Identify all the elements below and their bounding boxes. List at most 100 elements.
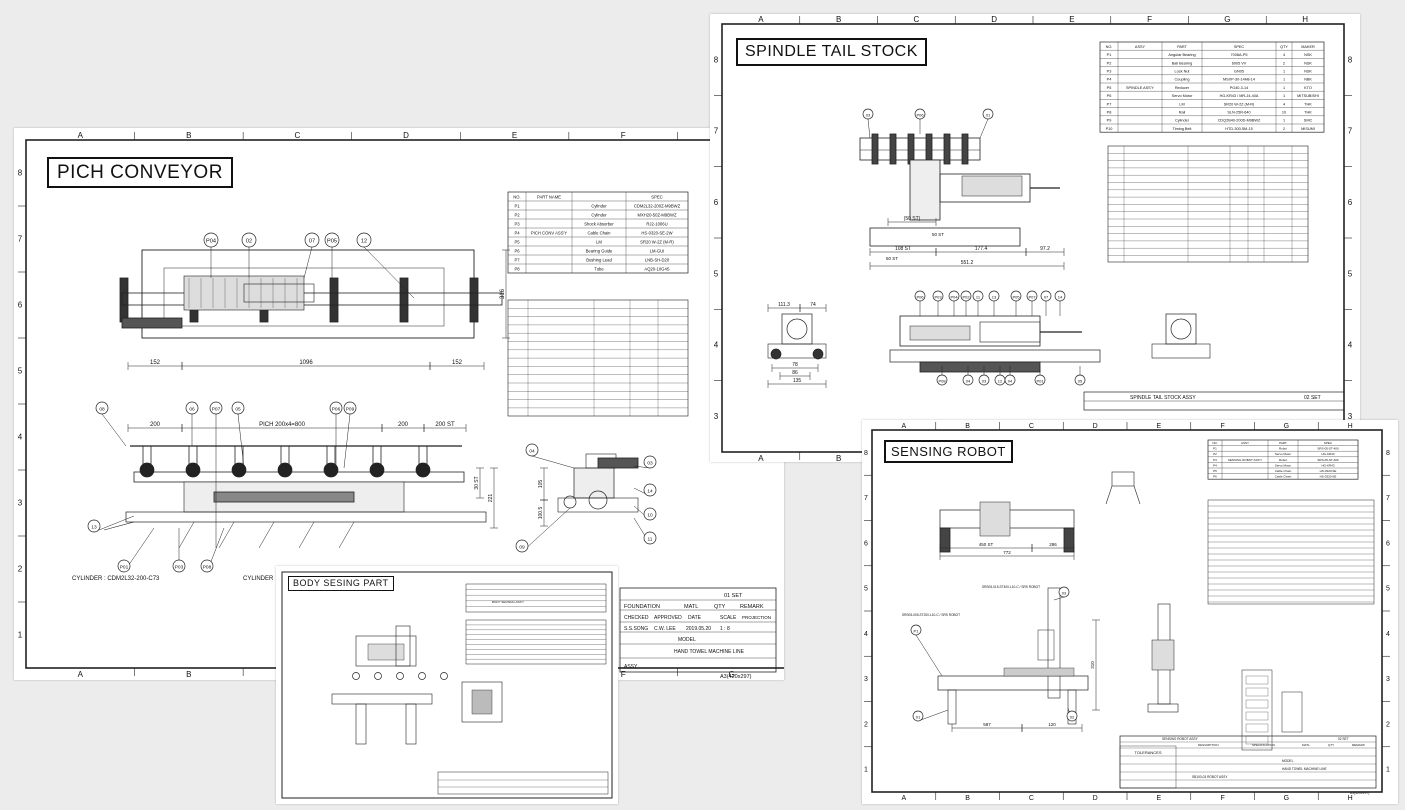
callout-02: 02 [246, 239, 252, 245]
callout-balloon [914, 290, 926, 302]
conveyor-inner [163, 267, 445, 327]
detail-wheel [588, 490, 608, 510]
callout-balloon [1004, 374, 1016, 386]
col-label-F: F [1147, 15, 1152, 24]
col-label-E: E [1069, 15, 1074, 24]
table-cell: GN05 [1234, 70, 1244, 74]
dimension-text: 310 [1090, 661, 1095, 669]
row-label-3: 3 [1348, 412, 1353, 421]
callout-balloon [978, 374, 990, 386]
row-label-3: 3 [1386, 676, 1390, 683]
callout-balloon [1010, 290, 1022, 302]
callout-balloon [643, 531, 657, 545]
body-side-detail [471, 689, 493, 715]
tb-remark: REMARK [740, 604, 764, 610]
robot-leg [1067, 689, 1077, 725]
detail-block [573, 467, 615, 499]
robot-top-carriage [979, 501, 1011, 537]
col-label-B: B [836, 454, 841, 462]
dimension-text: 135 [793, 378, 802, 384]
callout-P03: P03 [934, 295, 942, 300]
table-cell: P10 [1106, 127, 1113, 131]
callout-P04: P04 [206, 239, 216, 245]
callout-balloon [1026, 290, 1038, 302]
sheet-body-sesing[interactable]: BODY SENSING ASS'Y BODY SESING PART [276, 566, 618, 804]
callout-P07: P07 [1028, 295, 1036, 300]
body-post [405, 703, 417, 745]
table-cell: Angular Bearing [1168, 53, 1195, 57]
table-cell: MISUMI [1301, 127, 1315, 131]
table-cell: KTO [1304, 86, 1312, 90]
col-label-A: A [758, 454, 764, 462]
table-cell: MSXP-30-14H8-14 [1223, 78, 1255, 82]
row-label-4: 4 [714, 341, 719, 350]
col-label-G: G [1224, 15, 1230, 24]
table-cell: SPEC [1324, 441, 1333, 445]
col-label-H: H [1302, 15, 1308, 24]
row-label-3: 3 [18, 499, 23, 508]
callout-P02: P02 [962, 295, 970, 300]
callout-12: 12 [361, 239, 367, 245]
table-cell: P5 [1107, 86, 1112, 90]
grip-arm [280, 445, 290, 471]
callout-balloon [912, 710, 924, 722]
row-label-6: 6 [1386, 540, 1390, 547]
table-cell: P1 [514, 203, 520, 208]
callout-03: 03 [647, 461, 653, 467]
tb-model-val: HAND TOWEL MACHINE LINE [674, 649, 745, 655]
row-label-7: 7 [1386, 495, 1390, 502]
body-sesing-title: BODY SESING PART [288, 576, 394, 591]
row-label-1: 1 [18, 631, 23, 640]
row-label-1: 1 [864, 767, 868, 774]
robot-tb-sheet: A3(420x297) [1350, 791, 1369, 795]
tb-dwg: ASSY [624, 664, 638, 670]
table-cell: CDQ2B40-200D-M9BWZ [1218, 119, 1261, 123]
pich-parts-table [507, 191, 689, 274]
dimension-text: PICH 200x4=800 [259, 422, 306, 428]
table-cell: P6 [514, 248, 520, 253]
sheet-spindle-tail-stock[interactable]: AABBCCDDEEFFGGHH887766554433NO.ASSYPARTS… [710, 14, 1360, 462]
tb-qty: 01 SET [724, 593, 743, 599]
table-cell: 1 [1283, 94, 1285, 98]
table-cell: Tube [594, 266, 604, 271]
callout-balloon [440, 672, 448, 680]
callout-balloon [324, 232, 340, 248]
row-label-4: 4 [18, 433, 23, 442]
spindle-rib [925, 133, 933, 165]
row-label-6: 6 [1348, 198, 1353, 207]
table-cell: P4 [1107, 78, 1112, 82]
table-cell: PART [1279, 441, 1287, 445]
callout-balloon [988, 290, 1000, 302]
callout-01: 01 [986, 113, 991, 118]
motor-block [121, 317, 183, 329]
col-label-H: H [1348, 795, 1353, 802]
table-cell: P2 [514, 212, 520, 217]
row-label-8: 8 [864, 450, 868, 457]
table-cell: SPINDLE ASS'Y [1126, 86, 1154, 90]
table-cell: Cylinder [591, 203, 607, 208]
grip-arm [372, 445, 382, 471]
table-cell: 1 [1283, 70, 1285, 74]
callout-P06: P06 [332, 407, 341, 413]
leader-line [338, 521, 355, 549]
sheet-border [871, 429, 1383, 793]
callout-balloon [203, 232, 219, 248]
callout-balloon [374, 672, 382, 680]
table-cell: NO. [1106, 45, 1113, 49]
callout-P04: P04 [950, 295, 958, 300]
table-cell: PART [1177, 45, 1187, 49]
front-view-wheel [812, 348, 824, 360]
body-sensor [367, 643, 405, 661]
callout-balloon [643, 507, 657, 521]
roller-post [119, 277, 129, 323]
table-cell: P1 [1213, 447, 1217, 451]
callout-12: 12 [998, 379, 1003, 384]
table-cell: P6 [1107, 94, 1112, 98]
leader-line [979, 118, 989, 139]
row-label-4: 4 [1348, 341, 1353, 350]
callout-balloon [343, 401, 357, 415]
table-cell: 2 [1283, 61, 1285, 65]
callout-balloon [948, 290, 960, 302]
table-cell: HS-0320-SE [1320, 469, 1337, 473]
